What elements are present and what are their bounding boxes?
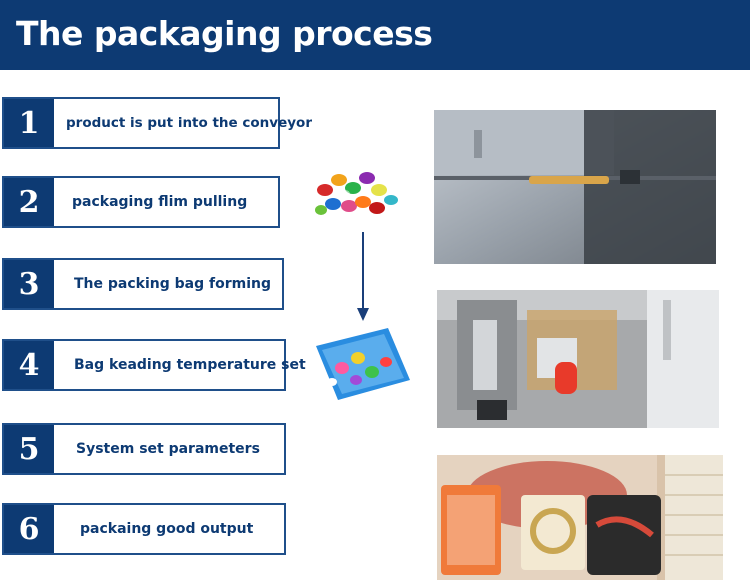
packaged-products-photo: [437, 455, 723, 580]
step-number: 3: [4, 260, 54, 308]
step-6: 6 packaing good output: [2, 503, 286, 555]
step-2: 2 packaging flim pulling: [2, 176, 280, 228]
step-number: 6: [4, 505, 54, 553]
step-label: packaing good output: [80, 521, 254, 537]
step-5: 5 System set parameters: [2, 423, 286, 475]
step-1: 1 product is put into the conveyor: [2, 97, 312, 149]
step-label: The packing bag forming: [74, 276, 271, 292]
step-number: 4: [4, 341, 54, 389]
conveyor-machine-photo: [434, 110, 716, 264]
step-number: 1: [4, 99, 54, 147]
step-label: System set parameters: [76, 441, 260, 457]
step-label: packaging flim pulling: [72, 194, 248, 210]
page-title: The packaging process: [16, 14, 433, 53]
step-label: Bag keading temperature set: [74, 357, 306, 373]
packed-candy-bag-image: [312, 322, 414, 406]
step-label: product is put into the conveyor: [66, 115, 312, 131]
step-number: 2: [4, 178, 54, 226]
header-banner: The packaging process: [0, 0, 750, 70]
sealing-machine-photo: [437, 290, 719, 428]
step-4: 4 Bag keading temperature set: [2, 339, 306, 391]
step-number: 5: [4, 425, 54, 473]
down-arrow-icon: [356, 232, 370, 322]
step-3: 3 The packing bag forming: [2, 258, 284, 310]
candy-pile-image: [305, 160, 405, 230]
